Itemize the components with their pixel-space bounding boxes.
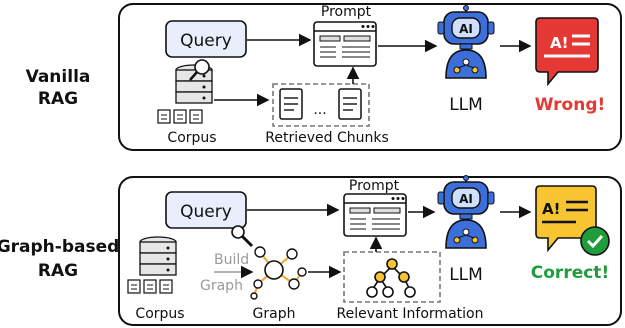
graph-query-box: Query [165,191,247,229]
build-graph-label: Graph [200,278,243,294]
prompt-window-icon [343,193,407,237]
error-doc-badge: A! [550,34,568,52]
relevant-label: Relevant Information [337,306,484,322]
prompt-window-icon [313,21,377,67]
graph-title-line1: Graph-based [0,237,119,257]
database-icon [139,236,177,276]
graph-icon [250,246,307,300]
vanilla-result-label: Wrong! [535,95,606,115]
vanilla-llm-label: LLM [449,95,483,115]
build-label: Build [214,252,249,268]
graph-title-line2: RAG [38,261,78,281]
error-doc-icon: A! [535,17,599,87]
vanilla-title-line1: Vanilla [26,67,91,87]
magnifier-icon [231,225,254,248]
document-icon [279,88,303,120]
vanilla-query-box: Query [165,20,247,58]
document-icon [338,88,362,120]
relevant-dashed-box [343,251,441,303]
vanilla-prompt-label: Prompt [321,4,372,20]
check-icon [580,226,610,256]
success-doc-icon: A! [535,185,597,253]
tree-icon [366,258,416,298]
corpus-docs [127,279,173,294]
graph-label: Graph [253,306,296,322]
graph-llm-label: LLM [449,265,483,285]
magnifier-icon [189,59,210,81]
vanilla-title-line2: RAG [38,89,78,109]
robot-icon: AI [437,175,495,249]
success-doc-badge: A! [542,200,560,218]
graph-result-label: Correct! [531,263,609,283]
vanilla-rag-section: Vanilla RAG Query Corpus [26,3,622,151]
robot-icon: AI [437,5,495,79]
chunks-dashed-box [272,83,370,127]
vanilla-corpus-label: Corpus [167,130,216,146]
graph-corpus-label: Corpus [135,306,184,322]
robot-ai-label: AI [459,22,473,36]
robot-ai-label: AI [459,192,473,206]
chunks-label: Retrieved Chunks [265,130,389,146]
graph-rag-section: Graph-based RAG Query Corpus [0,175,622,326]
vanilla-query-label: Query [180,31,232,51]
graph-query-label: Query [180,202,232,222]
graph-prompt-label: Prompt [349,178,400,194]
corpus-docs [157,109,203,124]
chunks-ellipsis: ... [313,102,326,118]
